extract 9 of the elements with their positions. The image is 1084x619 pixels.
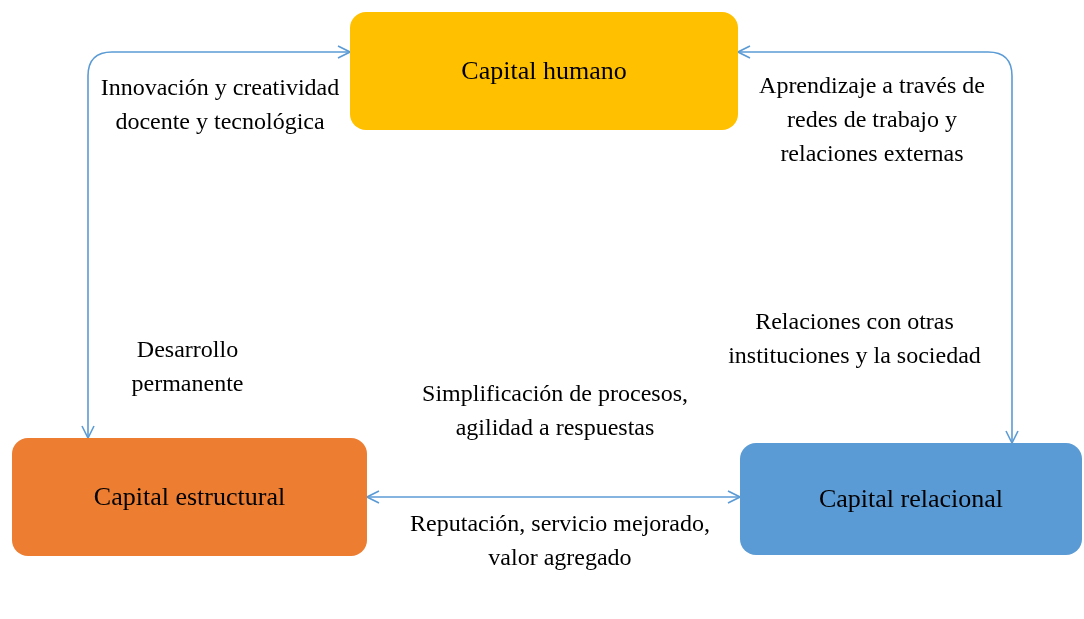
connector-arrow	[81, 45, 351, 439]
box-label: Capital estructural	[93, 482, 286, 512]
connector-arrow	[366, 490, 741, 504]
box-label: Capital relacional	[818, 484, 1004, 514]
process-box	[350, 12, 738, 130]
process-box	[740, 443, 1082, 555]
process-box	[12, 438, 367, 556]
box-label: Capital humano	[461, 56, 627, 86]
connector-arrow	[737, 45, 1019, 444]
